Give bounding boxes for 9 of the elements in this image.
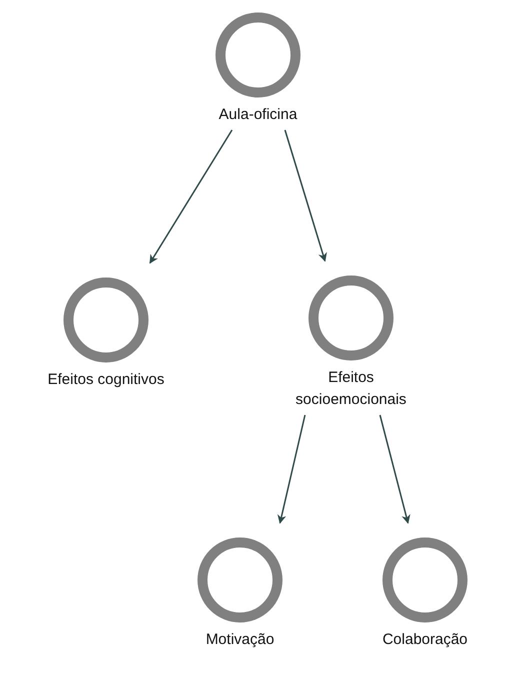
arrow bbox=[149, 130, 233, 264]
node-label: Efeitos cognitivos bbox=[48, 370, 164, 390]
arrow bbox=[379, 414, 410, 524]
node-label: Efeitos socioemocionais bbox=[294, 368, 408, 410]
node-label: Motivação bbox=[206, 630, 274, 650]
node-label: Colaboração bbox=[382, 630, 468, 650]
arrow bbox=[277, 414, 306, 524]
arrow bbox=[284, 130, 327, 262]
node-label: Aula-oficina bbox=[218, 105, 298, 125]
